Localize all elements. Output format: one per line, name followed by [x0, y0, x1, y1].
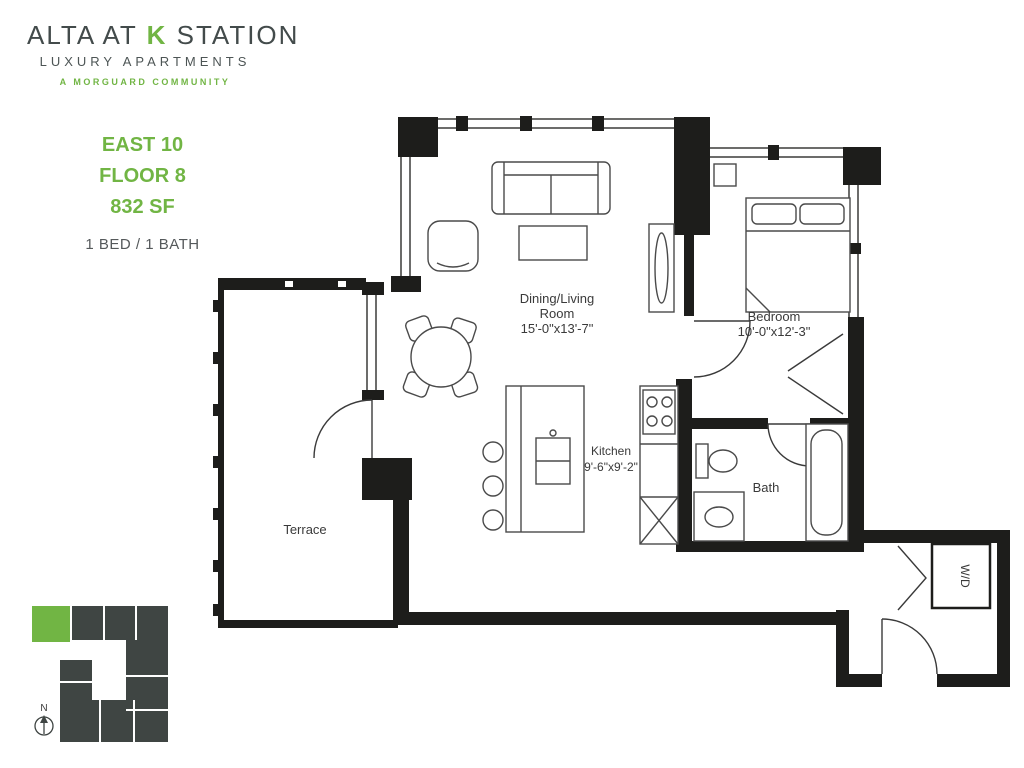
toilet	[695, 443, 738, 479]
window-living-west-lower	[366, 292, 377, 393]
bar-stools	[482, 441, 504, 531]
media-console	[648, 223, 675, 313]
sofa	[491, 161, 611, 215]
laundry-label: W/D	[958, 564, 972, 588]
doors	[313, 320, 938, 675]
terrace-door	[313, 399, 373, 459]
unit-info: EAST 10 FLOOR 8 832 SF 1 BED / 1 BATH	[60, 130, 225, 253]
bedroom-closet-doors	[787, 333, 844, 415]
bedroom-label: Bedroom	[748, 309, 801, 324]
brand-community: A MORGUARD COMMUNITY	[59, 77, 231, 87]
north-arrow: N	[34, 703, 54, 736]
nightstand	[713, 163, 737, 187]
key-plan-unit-highlight	[32, 606, 70, 642]
bath-door	[767, 423, 811, 467]
range	[642, 389, 676, 435]
vanity-sink	[693, 491, 745, 542]
unit-bed-bath: 1 BED / 1 BATH	[85, 236, 200, 253]
dining-table	[410, 326, 472, 388]
pillow	[751, 203, 797, 225]
room-labels: Dining/Living Room 15'-0"x13'-7" Bedroom…	[283, 291, 972, 588]
dining-set	[402, 315, 479, 398]
brand-name: ALTA AT K STATION	[27, 20, 297, 51]
living-room-label: Dining/Living	[520, 291, 594, 306]
brand-k-mark: K	[146, 20, 168, 50]
key-plan	[32, 606, 168, 742]
terrace-label: Terrace	[283, 522, 326, 537]
brand-name-prefix: ALTA AT	[27, 20, 138, 50]
coffee-table	[518, 225, 588, 261]
terrace-railing	[213, 278, 398, 628]
brand-logo: ALTA AT K STATION LUXURY APARTMENTS A MO…	[27, 20, 297, 87]
entry-door	[881, 618, 938, 675]
unit-name: EAST 10	[101, 134, 184, 156]
bath-label: Bath	[753, 480, 780, 495]
kitchen-counter-appliances	[639, 385, 679, 545]
brand-name-suffix: STATION	[176, 20, 300, 50]
bathtub	[805, 423, 849, 542]
bed	[745, 197, 851, 313]
unit-floor: FLOOR 8	[99, 165, 186, 187]
unit-area: 832 SF	[110, 196, 175, 218]
north-label: N	[40, 703, 47, 714]
living-room-dims: 15'-0"x13'-7"	[521, 321, 594, 336]
living-room-label-2: Room	[540, 306, 575, 321]
window-living-west	[400, 154, 411, 279]
brand-tagline: LUXURY APARTMENTS	[39, 54, 251, 69]
furniture	[402, 161, 992, 610]
washer-dryer-closet	[930, 542, 992, 610]
bedroom-dims: 10'-0"x12'-3"	[738, 324, 811, 339]
kitchen-label: Kitchen	[591, 444, 631, 458]
window-living-top	[435, 118, 677, 129]
kitchen-dims: 9'-6"x9'-2"	[584, 460, 638, 474]
laundry-bifold-door	[897, 545, 927, 611]
pillow	[799, 203, 845, 225]
walls	[362, 116, 1010, 687]
bedroom-door	[693, 320, 751, 378]
armchair	[427, 220, 479, 272]
kitchen-island	[505, 385, 585, 533]
